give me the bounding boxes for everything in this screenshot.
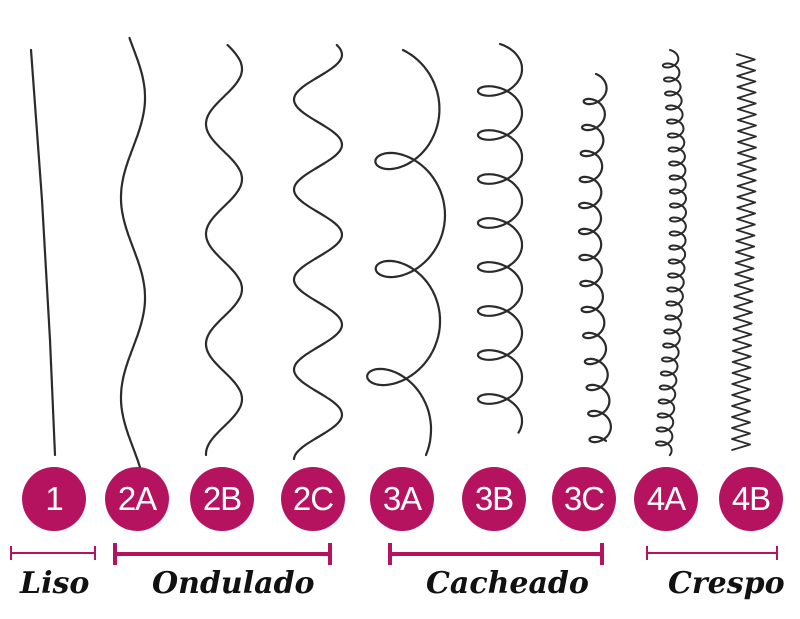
group-label-cacheado: Cacheado <box>426 566 589 601</box>
bracket-crespo <box>646 546 778 560</box>
strand-type-3c <box>577 72 612 444</box>
badge-type-3a: 3A <box>370 467 434 531</box>
badge-type-3c: 3C <box>552 467 616 531</box>
bracket-cacheado <box>388 543 604 565</box>
badge-type-3b: 3B <box>462 467 526 531</box>
badge-type-1: 1 <box>22 467 86 531</box>
strand-type-4a <box>655 49 687 457</box>
bracket-ondulado <box>113 543 332 565</box>
bracket-liso <box>10 546 96 560</box>
strand-type-2c <box>292 43 344 461</box>
badge-type-2a: 2A <box>105 467 169 531</box>
badge-type-4b: 4B <box>719 467 783 531</box>
strand-type-3a <box>366 48 447 457</box>
badge-type-2c: 2C <box>281 467 345 531</box>
badge-type-2b: 2B <box>190 467 254 531</box>
strand-type-2b <box>204 43 244 457</box>
strand-type-3b <box>476 42 524 434</box>
group-label-ondulado: Ondulado <box>152 566 315 601</box>
badge-type-4a: 4A <box>634 467 698 531</box>
strand-type-2a <box>119 36 147 470</box>
strand-type-1 <box>29 48 57 457</box>
group-label-crespo: Crespo <box>668 566 785 601</box>
group-label-liso: Liso <box>20 566 90 601</box>
strand-type-4b <box>731 53 757 451</box>
